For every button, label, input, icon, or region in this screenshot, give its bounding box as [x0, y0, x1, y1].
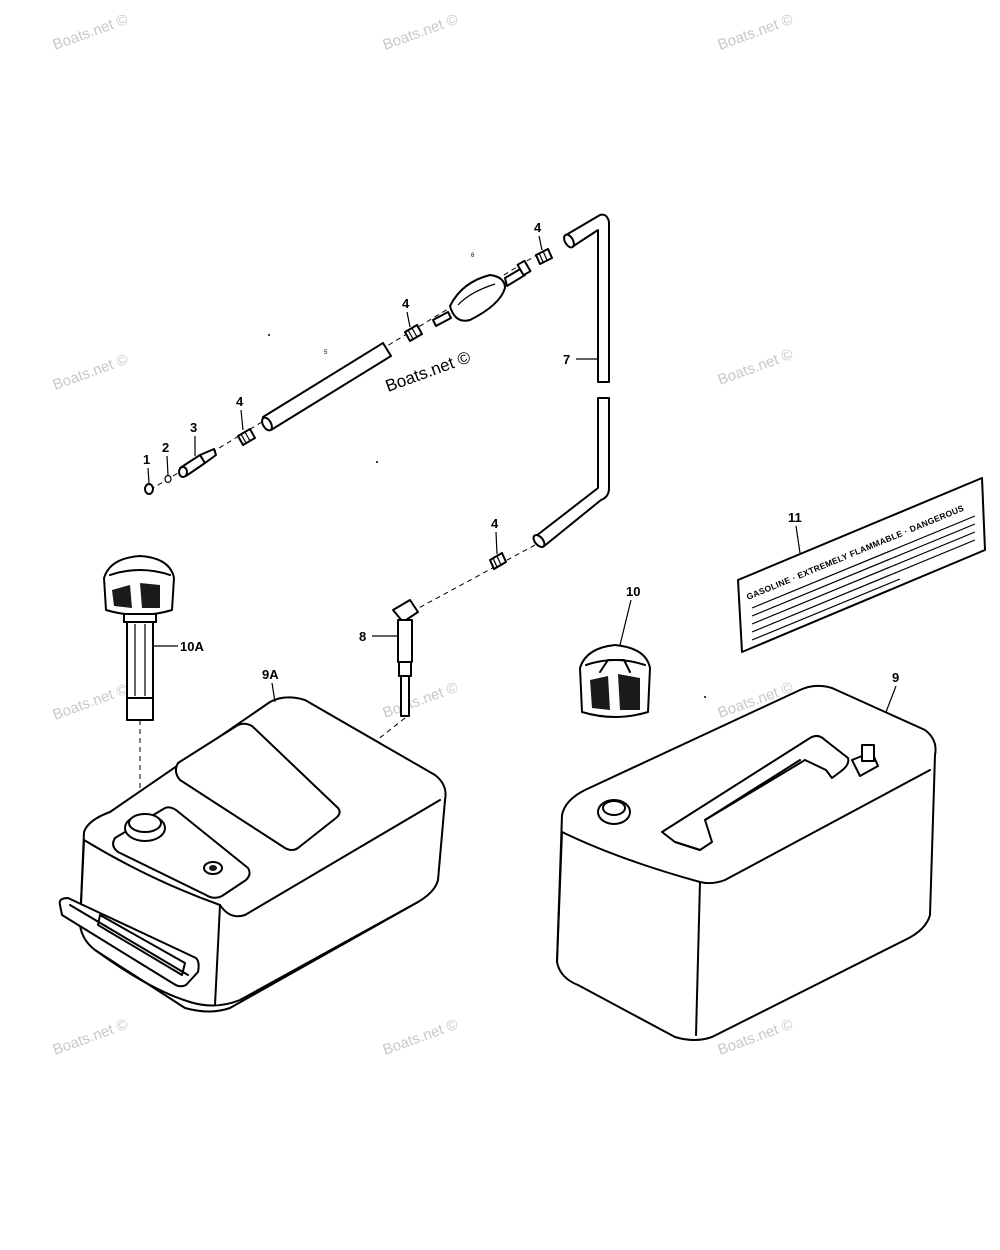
pickup-tube-part: [392, 599, 419, 717]
callout-10a: 10A: [180, 639, 204, 654]
bent-hose-part: [563, 213, 610, 383]
warning-decal-part: GASOLINE · EXTREMELY FLAMMABLE · DANGERO…: [737, 477, 986, 653]
watermark: Boats.net ©: [381, 1016, 461, 1059]
callout-4: 4: [236, 394, 244, 409]
leader-line: [538, 235, 543, 251]
callout-1: 1: [143, 452, 150, 467]
callout-8: 8: [359, 629, 366, 644]
callout-4: 4: [402, 296, 410, 311]
watermark: Boats.net ©: [51, 11, 131, 54]
callout-5: 5: [324, 350, 328, 356]
hose-clamp-part: [404, 324, 423, 342]
connector-part: [178, 448, 217, 478]
callout-3: 3: [190, 420, 197, 435]
callouts: 1 2 3 4 4 4 4 5 6 7 8 9 9A 10 10A 11: [143, 220, 899, 713]
callout-11: 11: [788, 510, 802, 525]
hose-clamp-part: [535, 248, 553, 265]
fuel-line-assembly: [144, 213, 610, 869]
leader-line: [240, 409, 244, 431]
leader-line: [795, 525, 801, 554]
o-ring-part: [144, 483, 154, 495]
callout-9a: 9A: [262, 667, 279, 682]
leader-line: [619, 599, 632, 646]
watermark: Boats.net ©: [716, 11, 796, 54]
watermark-main: Boats.net ©: [383, 347, 474, 395]
leader-line: [166, 455, 169, 476]
hose-part: [261, 342, 392, 432]
fuel-gauge-cap-part: [103, 555, 175, 820]
watermark: Boats.net ©: [51, 1016, 131, 1059]
hose-clamp-part: [489, 552, 507, 570]
leader-line: [271, 682, 276, 703]
seal-part: [164, 474, 172, 484]
leader-line: [406, 311, 411, 328]
callout-9: 9: [892, 670, 899, 685]
callout-4: 4: [491, 516, 499, 531]
callout-2: 2: [162, 440, 169, 455]
fuel-cap-part: [579, 644, 651, 718]
bent-hose-part: [532, 397, 610, 548]
fuel-tank-right-part: [556, 684, 937, 1041]
callout-4: 4: [534, 220, 542, 235]
leader-line: [495, 531, 498, 555]
watermark: Boats.net ©: [51, 351, 131, 394]
assembly-centerline: [414, 544, 536, 611]
leader-line: [885, 685, 897, 713]
hose-clamp-part: [237, 428, 256, 446]
callout-10: 10: [626, 584, 640, 599]
callout-6: 6: [471, 253, 475, 259]
watermark: Boats.net ©: [51, 681, 131, 724]
watermark: Boats.net ©: [381, 11, 461, 54]
watermark: Boats.net ©: [381, 679, 461, 722]
callout-7: 7: [563, 352, 570, 367]
fuel-tank-left-part: [58, 696, 447, 1013]
primer-bulb-part: [432, 259, 532, 327]
watermark: Boats.net ©: [716, 346, 796, 389]
leader-line: [147, 467, 150, 484]
